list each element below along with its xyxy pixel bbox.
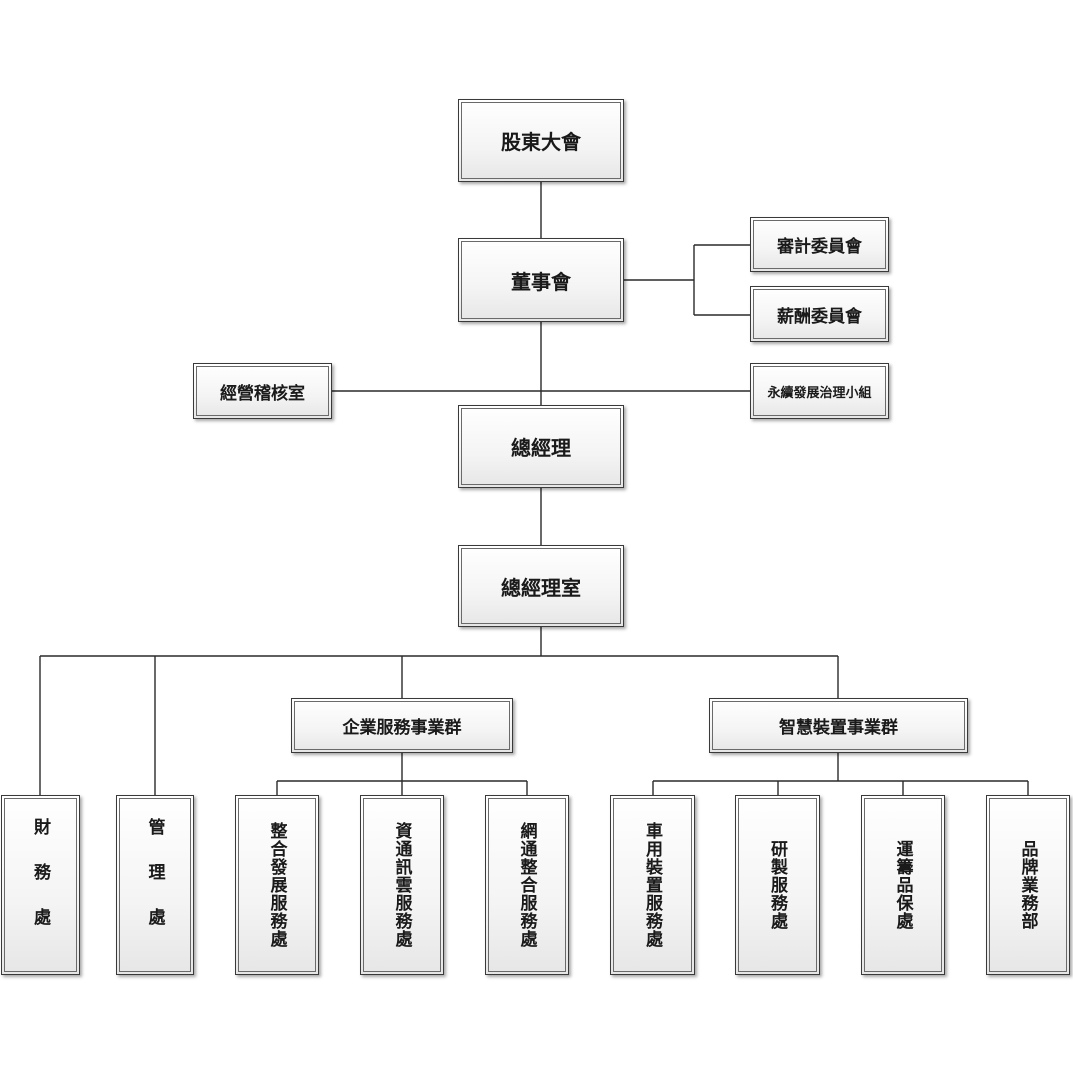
shareholders-meeting-box: 股東大會: [458, 99, 624, 182]
president-office-box: 總經理室: [458, 545, 624, 627]
president-box: 總經理: [458, 405, 624, 488]
network-integration-dept-box: 網通整合服務處: [485, 795, 569, 975]
compensation-committee-box: 薪酬委員會: [750, 286, 889, 342]
integration-development-dept-box: 整合發展服務處: [235, 795, 319, 975]
finance-dept-box: 財務處: [1, 795, 80, 975]
audit-committee-box: 審計委員會: [750, 217, 889, 272]
ict-cloud-services-dept-box: 資通訊雲服務處: [360, 795, 444, 975]
sustainability-governance-group-box: 永續發展治理小組: [750, 363, 889, 419]
brand-business-dept-box: 品牌業務部: [986, 795, 1070, 975]
management-dept-box: 管理處: [116, 795, 194, 975]
internal-audit-office-box: 經營稽核室: [193, 363, 332, 419]
smart-device-group-box: 智慧裝置事業群: [709, 698, 968, 753]
vehicle-device-dept-box: 車用裝置服務處: [610, 795, 695, 975]
logistics-qa-dept-box: 運籌品保處: [861, 795, 945, 975]
board-of-directors-box: 董事會: [458, 238, 624, 322]
rd-manufacturing-dept-box: 研製服務處: [735, 795, 820, 975]
enterprise-services-group-box: 企業服務事業群: [291, 698, 513, 753]
